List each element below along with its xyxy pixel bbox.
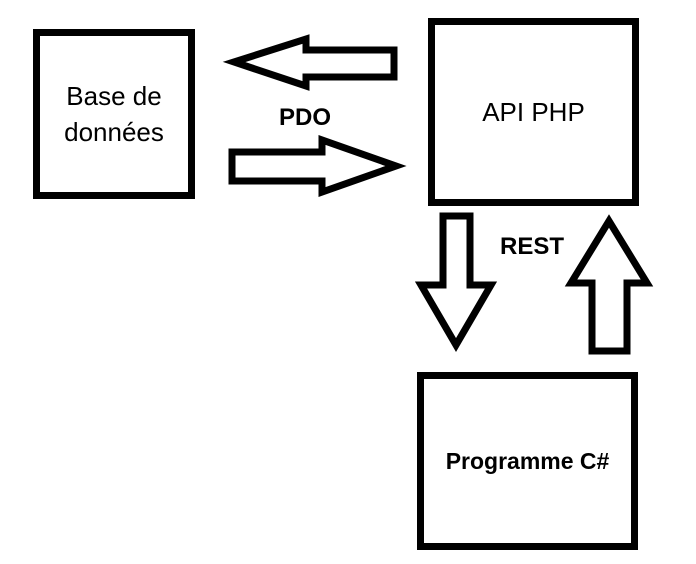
arrow-database-to-api (228, 135, 407, 197)
database-node: Base de données (33, 29, 195, 199)
api-php-label: API PHP (482, 96, 585, 127)
database-label: Base de données (64, 80, 164, 147)
pdo-connection-label: PDO (279, 104, 332, 131)
rest-connection-label: REST (500, 233, 565, 260)
arrow-program-to-api (564, 214, 654, 355)
csharp-program-node: Programme C# (417, 372, 638, 550)
csharp-program-label: Programme C# (445, 447, 610, 474)
api-php-node: API PHP (428, 18, 639, 206)
arrow-api-to-database (222, 34, 398, 91)
arrow-api-to-program (414, 212, 498, 352)
